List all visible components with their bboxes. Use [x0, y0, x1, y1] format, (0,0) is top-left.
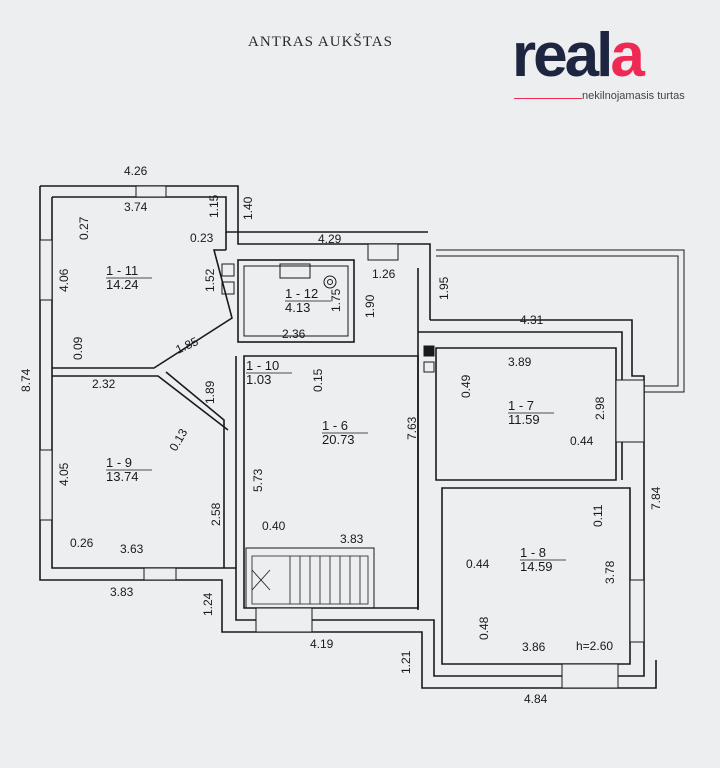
dimension-label: 1.52 — [203, 268, 217, 292]
dimension-label: 5.73 — [251, 468, 265, 492]
dimension-label: 4.19 — [310, 637, 334, 651]
room-area-label: 11.59 — [508, 412, 540, 427]
room-id-label: 1 - 10 — [246, 358, 279, 373]
logo-divider — [514, 98, 582, 99]
dimension-label: 4.26 — [124, 164, 148, 178]
dimension-label: 3.74 — [124, 200, 148, 214]
dimension-label: 0.13 — [166, 426, 190, 454]
room-area-label: 4.13 — [285, 300, 310, 315]
room-id-label: 1 - 8 — [520, 545, 546, 560]
room-area-label: 1.03 — [246, 372, 271, 387]
dimension-label: 0.49 — [459, 374, 473, 398]
logo-wordmark: reala — [512, 21, 645, 90]
fixtures — [221, 263, 435, 373]
dimension-label: 2.98 — [593, 396, 607, 420]
dimension-label: 1.90 — [363, 294, 377, 318]
dimension-label: 1.40 — [241, 196, 255, 220]
dimension-label: 4.84 — [524, 692, 548, 706]
bathroom-walls — [237, 259, 355, 343]
dimension-label: 4.06 — [57, 268, 71, 292]
dimension-label: 0.23 — [190, 231, 214, 245]
dimension-label: 3.83 — [340, 532, 364, 546]
room-id-label: 1 - 6 — [322, 418, 348, 433]
room-id-label: 1 - 11 — [106, 263, 138, 278]
room-area-label: 13.74 — [106, 469, 139, 484]
dimension-label: 1.24 — [201, 592, 215, 616]
dimension-label: 0.11 — [591, 504, 605, 527]
dimension-label: 0.15 — [311, 368, 325, 392]
dimension-label: 1.26 — [372, 267, 396, 281]
room-area-label: 20.73 — [322, 432, 355, 447]
dimension-label: 2.36 — [282, 327, 306, 341]
dimension-label: 1.95 — [437, 276, 451, 300]
dimension-label: 7.84 — [649, 486, 663, 510]
dimension-label: 2.32 — [92, 377, 116, 391]
dimension-label: 3.63 — [120, 542, 144, 556]
dimension-label: 3.89 — [508, 355, 532, 369]
dimension-label: 0.44 — [570, 434, 594, 448]
room-7-walls — [435, 347, 617, 481]
dimension-label: 1.85 — [173, 334, 200, 357]
ceiling-height-note: h=2.60 — [576, 639, 613, 653]
dimension-label: 1.75 — [329, 288, 343, 312]
room-id-label: 1 - 7 — [508, 398, 534, 413]
dimension-label: 0.26 — [70, 536, 94, 550]
dimension-label: 8.74 — [19, 368, 33, 392]
dimension-label: 1.89 — [203, 380, 217, 404]
dimension-label: 0.40 — [262, 519, 286, 533]
reala-logo: reala nekilnojamasis turtas — [512, 20, 712, 110]
dimension-label: 0.27 — [77, 216, 91, 240]
east-wall — [430, 319, 645, 660]
dimension-label: 1.15 — [207, 194, 221, 218]
dimension-label: 2.58 — [209, 502, 223, 526]
dimension-label: 4.29 — [318, 232, 342, 246]
dimension-label: 3.86 — [522, 640, 546, 654]
partition-9-11 — [52, 375, 229, 431]
dimension-label: 3.83 — [110, 585, 134, 599]
dimension-label: 4.05 — [57, 462, 71, 486]
balcony — [436, 249, 685, 393]
room-id-label: 1 - 9 — [106, 455, 132, 470]
dimension-label: 3.78 — [603, 560, 617, 584]
room-area-label: 14.24 — [106, 277, 139, 292]
windows — [39, 185, 645, 689]
room-id-label: 1 - 12 — [285, 286, 318, 301]
room-8-walls — [441, 487, 631, 665]
dimension-label: 4.31 — [520, 313, 544, 327]
north-wall — [40, 185, 431, 268]
floor-title: ANTRAS AUKŠTAS — [248, 34, 393, 50]
dimension-label: 1.21 — [399, 650, 413, 674]
logo-tagline: nekilnojamasis turtas — [582, 90, 685, 102]
dimension-label: 0.09 — [71, 336, 85, 360]
dimension-label: 0.48 — [477, 616, 491, 640]
dimension-label: 7.63 — [405, 416, 419, 440]
dimension-label: 0.44 — [466, 557, 490, 571]
room-area-label: 14.59 — [520, 559, 553, 574]
